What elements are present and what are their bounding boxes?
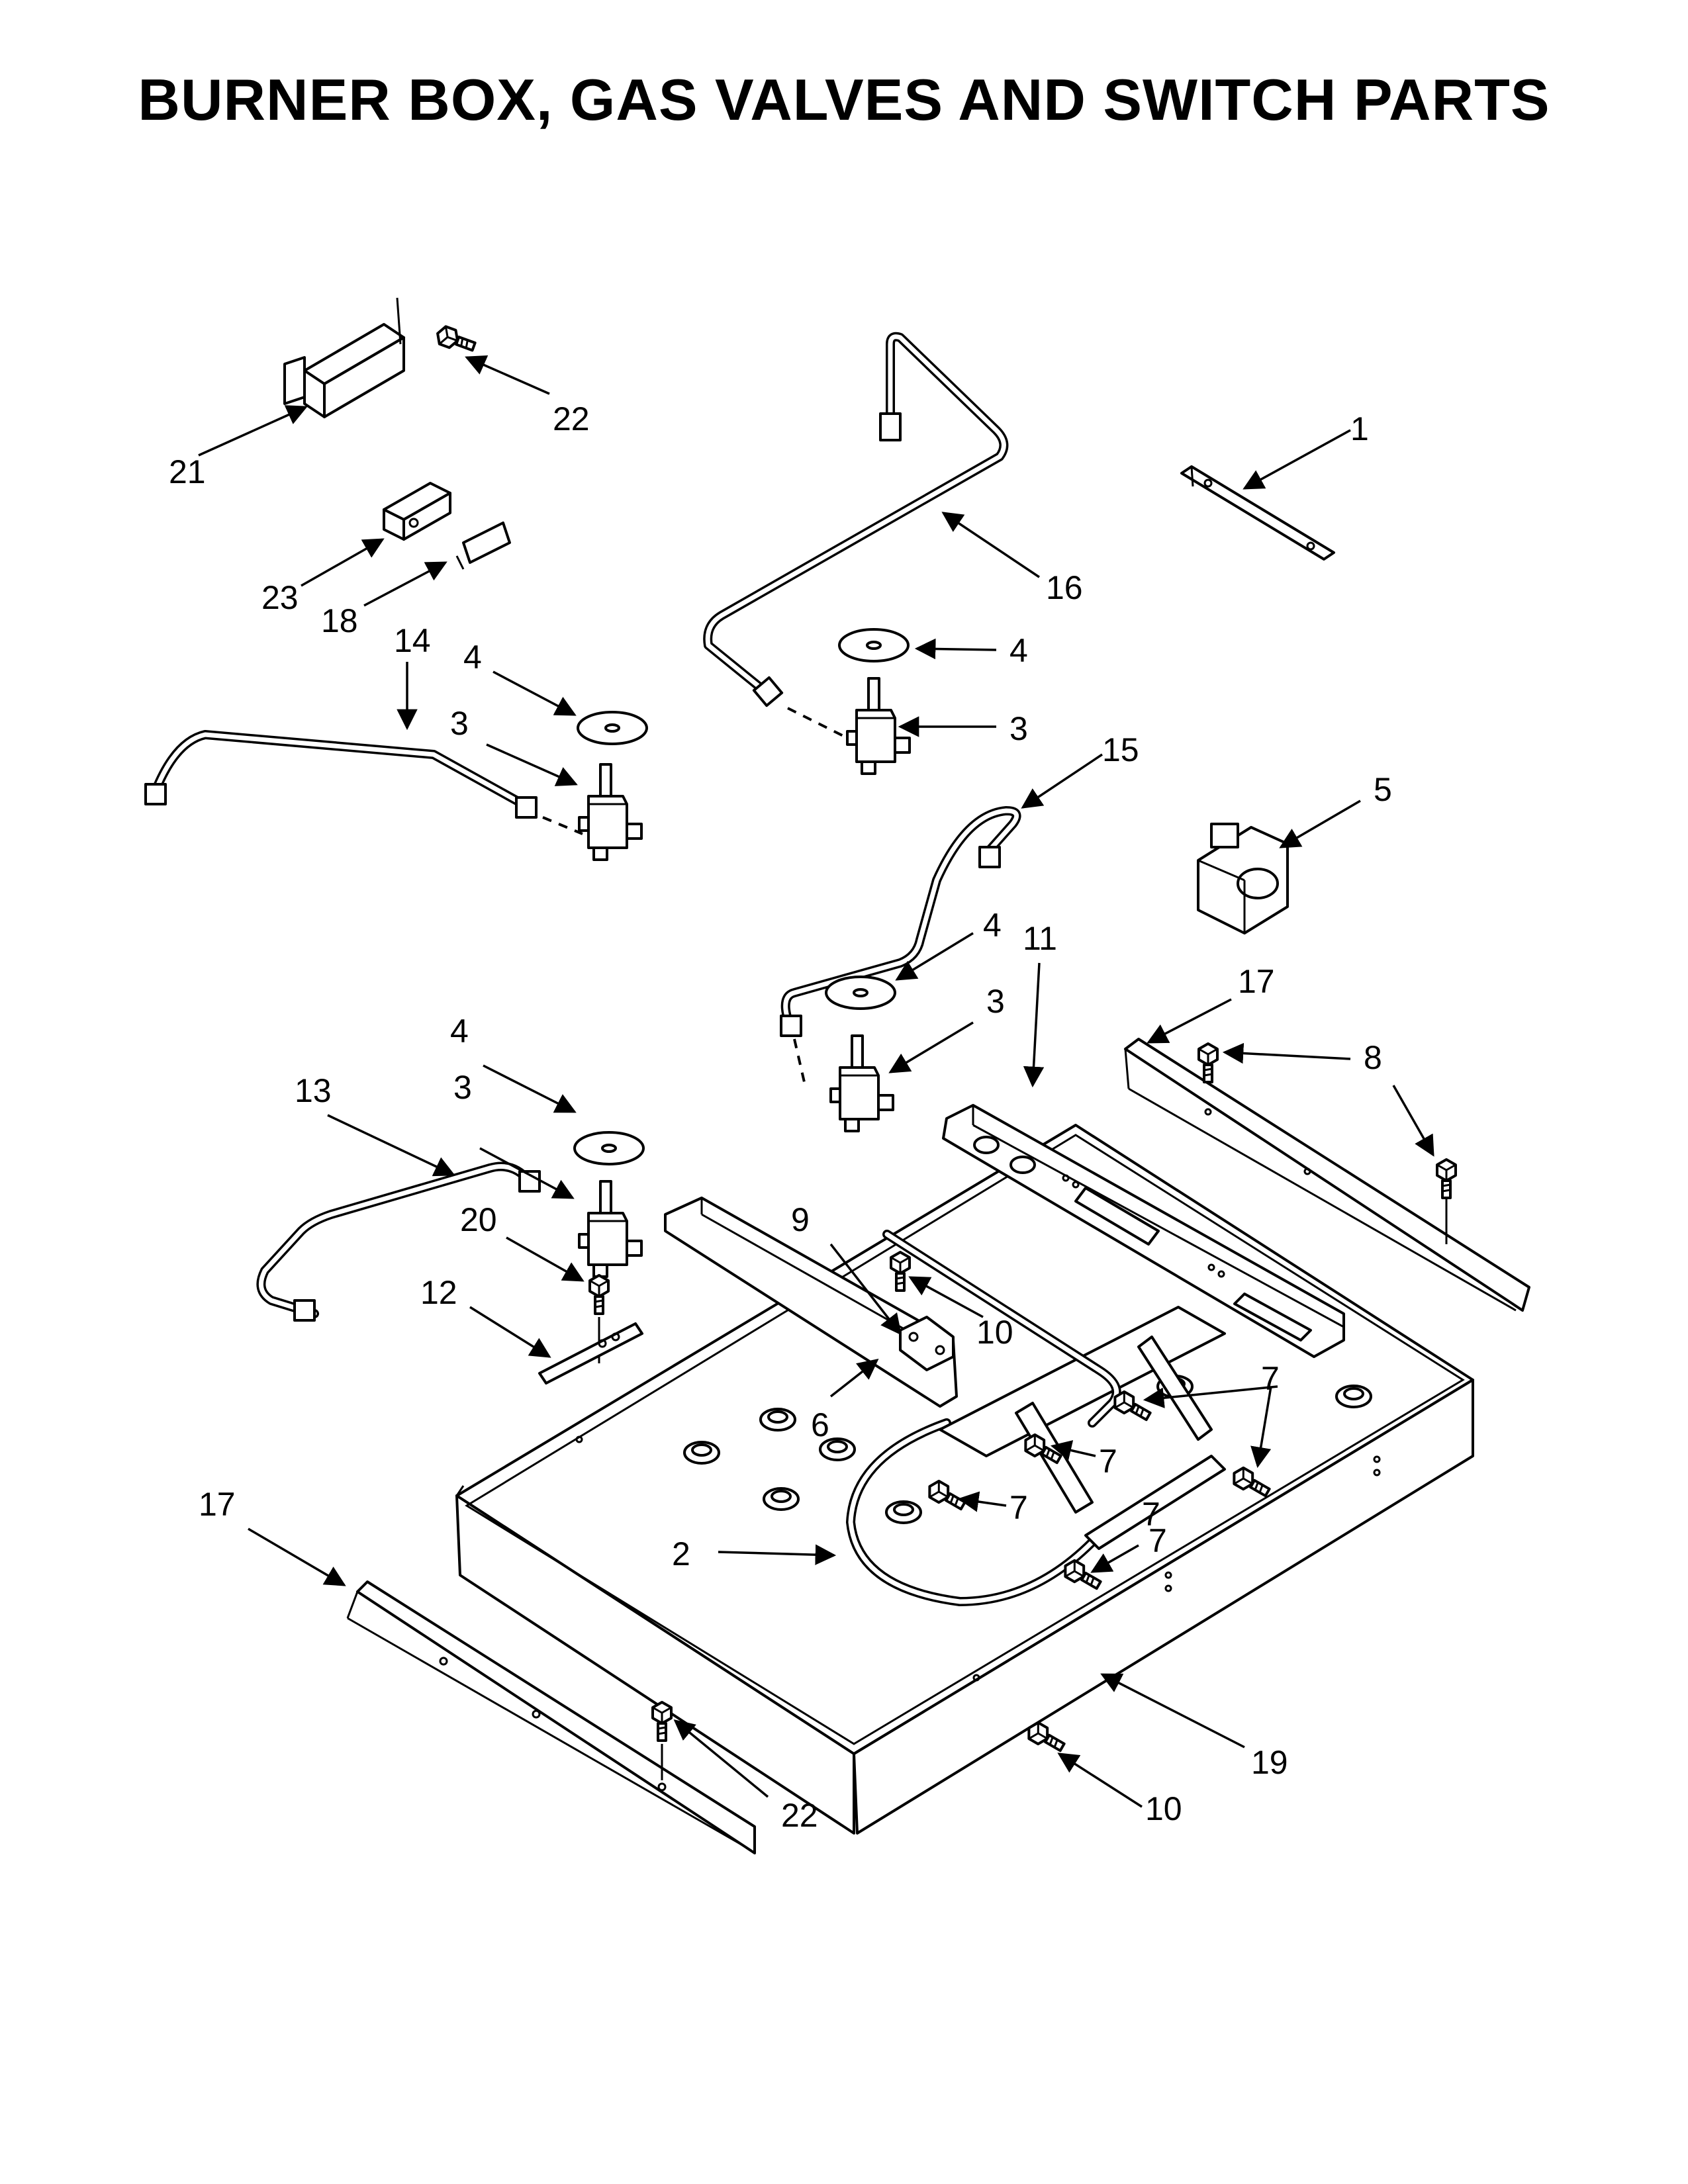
burner-port [763, 1487, 800, 1511]
washer-part-4c [825, 976, 896, 1010]
callout-4d: 4 [450, 1013, 469, 1050]
callout-7b: 7 [1099, 1443, 1117, 1480]
page-title: BURNER BOX, GAS VALVES AND SWITCH PARTS [138, 67, 1550, 132]
screw-part-8a [1197, 1042, 1219, 1083]
callouts: 1 2 3 3 3 3 4 4 4 4 5 6 7 7 7 7 7 8 9 10… [169, 400, 1392, 1834]
callout-9: 9 [791, 1201, 810, 1238]
callout-15: 15 [1102, 731, 1139, 768]
callout-4a: 4 [463, 639, 482, 676]
callout-10a: 10 [976, 1314, 1013, 1351]
callout-23: 23 [261, 579, 299, 616]
callout-8: 8 [1364, 1039, 1382, 1076]
valve-part-3b [846, 677, 911, 775]
small-switch-part [383, 482, 451, 541]
pressure-regulator-part-5 [1197, 823, 1289, 934]
gas-tube-part-16 [703, 332, 1009, 707]
washer-part-4a [577, 711, 648, 745]
callout-2: 2 [672, 1535, 690, 1572]
callout-6: 6 [811, 1406, 829, 1443]
valve-part-3c [829, 1034, 894, 1132]
callout-5: 5 [1374, 771, 1392, 808]
callout-10b: 10 [1145, 1790, 1182, 1827]
callout-21: 21 [169, 453, 206, 490]
small-bracket-part-9 [899, 1316, 955, 1371]
gas-tube-part-13 [256, 1161, 541, 1322]
burner-port [885, 1500, 922, 1524]
washer-part-4b [838, 628, 910, 662]
callout-12: 12 [420, 1274, 457, 1311]
callout-3c: 3 [986, 983, 1005, 1020]
valve-part-3d [578, 1180, 643, 1278]
screw-part-8b [1436, 1158, 1457, 1199]
callout-11: 11 [1023, 920, 1057, 957]
callout-20: 20 [460, 1201, 497, 1238]
switch-bracket-part [455, 522, 511, 570]
callout-14: 14 [394, 622, 431, 659]
callout-13: 13 [295, 1072, 332, 1109]
callout-22b: 22 [781, 1797, 818, 1834]
callout-7a: 7 [1261, 1360, 1280, 1397]
rail-part-17-left [346, 1580, 756, 1854]
callout-19: 19 [1251, 1744, 1288, 1781]
callout-3a: 3 [450, 705, 469, 742]
callout-4b: 4 [1009, 632, 1028, 669]
leader-lines [198, 355, 1434, 1808]
callout-3b: 3 [1009, 710, 1028, 747]
callout-3d: 3 [453, 1069, 472, 1106]
callout-17a: 17 [1238, 963, 1275, 1000]
callout-18: 18 [321, 602, 358, 639]
callout-22a: 22 [553, 400, 590, 437]
burner-port [683, 1441, 720, 1465]
gas-tube-part-15 [780, 806, 1021, 1037]
trim-strip-part-1 [1180, 465, 1335, 561]
gas-tube-part-14 [144, 730, 538, 819]
screw-part-22 [651, 1701, 673, 1742]
callout-17b: 17 [199, 1486, 236, 1523]
callout-7d: 7 [1142, 1496, 1160, 1533]
callout-7e: 7 [1149, 1522, 1167, 1559]
callout-1: 1 [1350, 410, 1369, 447]
callout-16: 16 [1046, 569, 1083, 606]
burner-port [759, 1408, 796, 1432]
burner-port [1335, 1385, 1372, 1408]
switch-housing-part [283, 297, 405, 418]
control-bracket-part-11 [942, 1104, 1345, 1358]
rail-part-17-right [1124, 1038, 1530, 1312]
screw-part-20 [588, 1274, 610, 1315]
washer-part-4d [573, 1131, 645, 1165]
callout-4c: 4 [983, 907, 1002, 944]
mounting-bracket-part-12 [538, 1322, 643, 1385]
burner-frame-part-6 [664, 1197, 1121, 1428]
callout-7c: 7 [1009, 1489, 1028, 1526]
valve-part-3a [578, 763, 643, 861]
screw-part [433, 323, 479, 357]
